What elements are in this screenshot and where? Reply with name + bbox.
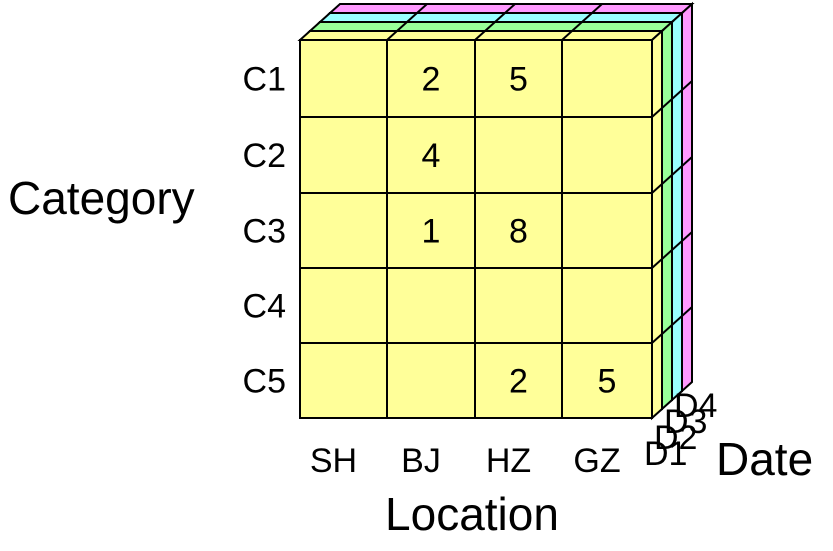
slice-top-divider <box>581 12 593 23</box>
slice-right-divider <box>681 156 693 167</box>
cell-value-c3-hz: 8 <box>509 213 528 251</box>
cube-layers <box>297 1 695 421</box>
slice-right-divider <box>661 98 673 109</box>
date-label-d4: D4 <box>674 387 717 425</box>
cell-value-c5-gz: 5 <box>598 363 617 401</box>
slice-top-divider <box>561 30 573 41</box>
date-label-d2: D2 <box>654 419 697 457</box>
column-label-gz: GZ <box>573 442 620 480</box>
category-axis-title: Category <box>8 172 195 224</box>
slice-top-divider <box>571 21 583 32</box>
cell-value-c2-bj: 4 <box>422 137 441 175</box>
slice-right-divider <box>681 231 693 242</box>
slice-right-divider <box>651 107 663 118</box>
cube-slice-d1 <box>297 28 665 421</box>
slice-top-divider <box>396 21 408 32</box>
slice-right-divider <box>671 315 683 326</box>
cell-value-c3-bj: 1 <box>422 213 441 251</box>
slice-right-divider <box>661 249 673 260</box>
column-labels: SH BJ HZ GZ <box>310 442 621 480</box>
slice-right-divider <box>671 165 683 176</box>
column-label-sh: SH <box>310 442 357 480</box>
slice-top-divider <box>591 3 603 14</box>
row-label-c5: C5 <box>243 363 286 401</box>
slice-top-divider <box>484 21 496 32</box>
slice-top-divider <box>504 3 516 14</box>
location-axis-title: Location <box>385 488 559 540</box>
row-label-c4: C4 <box>243 288 286 326</box>
slice-right-divider <box>651 333 663 344</box>
slice-right-divider <box>671 89 683 100</box>
row-label-c1: C1 <box>243 61 286 99</box>
row-label-c2: C2 <box>243 137 286 175</box>
column-label-hz: HZ <box>486 442 531 480</box>
slice-top-divider <box>406 12 418 23</box>
slice-top-divider <box>416 3 428 14</box>
cell-value-c1-bj: 2 <box>422 61 441 99</box>
slice-right-face <box>651 28 663 421</box>
date-label-d3: D3 <box>664 403 707 441</box>
slice-right-face <box>671 10 683 403</box>
slice-right-face <box>681 1 693 394</box>
slice-top-divider <box>474 30 486 41</box>
cell-value-c1-hz: 5 <box>509 61 528 99</box>
slice-right-divider <box>681 80 693 91</box>
column-label-bj: BJ <box>401 442 441 480</box>
row-label-c3: C3 <box>243 213 286 251</box>
slice-top-divider <box>386 30 398 41</box>
slice-right-divider <box>661 174 673 185</box>
slice-right-divider <box>671 240 683 251</box>
date-axis-title: Date <box>716 433 813 485</box>
slice-right-divider <box>651 258 663 269</box>
slice-right-divider <box>661 324 673 335</box>
date-label-d1: D1 <box>644 435 687 473</box>
slice-right-face <box>661 19 673 412</box>
cell-value-c5-hz: 2 <box>509 363 528 401</box>
slice-top-divider <box>494 12 506 23</box>
slice-right-divider <box>681 306 693 317</box>
cell-values: 2 5 4 1 8 2 5 <box>422 61 617 401</box>
slice-right-divider <box>651 183 663 194</box>
